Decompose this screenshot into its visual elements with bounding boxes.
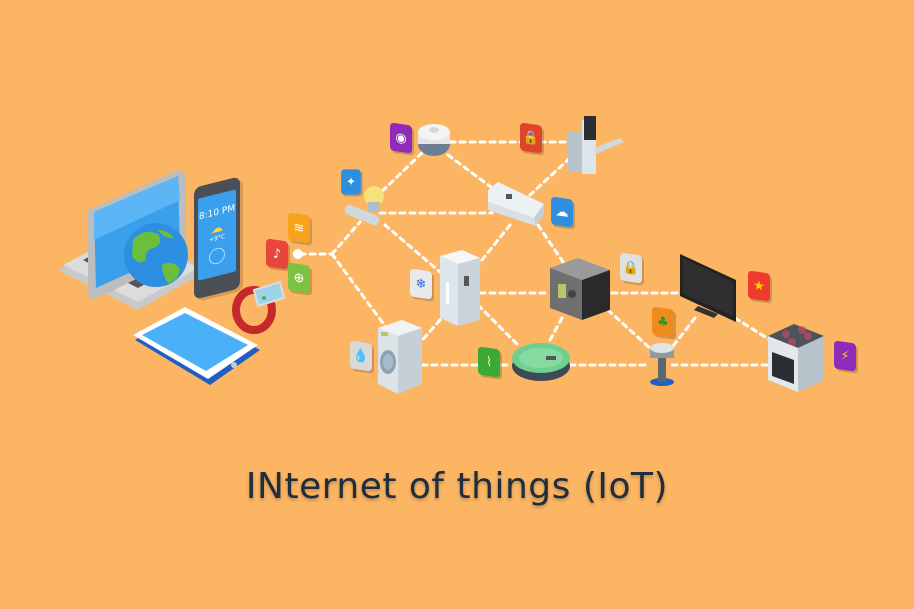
smart-bulbs-icon xyxy=(344,186,384,226)
broom-icon: ⌇ xyxy=(478,346,500,378)
smartwatch-icon xyxy=(232,280,286,334)
smart-lock-icon xyxy=(568,116,624,174)
smartphone-screen: 8:10 PM ☁ +9°C xyxy=(198,189,236,281)
globe-icon: ⊕ xyxy=(288,262,310,294)
lightning-icon: ⚡ xyxy=(834,340,856,372)
safe-icon xyxy=(550,258,610,320)
padlock-grey-icon: 🔒 xyxy=(620,252,642,284)
hub-node xyxy=(293,249,303,259)
garden-sensor-icon xyxy=(650,343,674,386)
star-icon: ★ xyxy=(748,270,770,302)
camera-icon: ◉ xyxy=(390,122,412,154)
smoke-detector-icon xyxy=(418,124,450,156)
air-conditioner-icon xyxy=(488,182,544,226)
water-drop-icon: 💧 xyxy=(350,340,372,372)
padlock-red-icon: 🔒 xyxy=(520,122,542,154)
refrigerator-icon xyxy=(440,250,480,326)
weather-icon: ☁ xyxy=(551,196,573,228)
phone-dial-icon xyxy=(209,246,225,266)
washing-machine-icon xyxy=(378,320,422,394)
laptop-icon xyxy=(58,170,208,310)
bell-icon: ♪ xyxy=(266,238,288,270)
page-title: INternet of things (IoT) xyxy=(245,466,669,507)
lightbulb-icon: ✦ xyxy=(341,169,361,195)
robot-vacuum-icon xyxy=(512,343,570,381)
snowflake-icon: ❄ xyxy=(410,268,432,300)
oven-icon xyxy=(768,324,824,392)
wifi-icon: ≋ xyxy=(288,212,310,244)
tablet-icon xyxy=(133,307,260,385)
television-icon xyxy=(680,254,736,322)
tree-icon: ♣ xyxy=(652,306,674,338)
